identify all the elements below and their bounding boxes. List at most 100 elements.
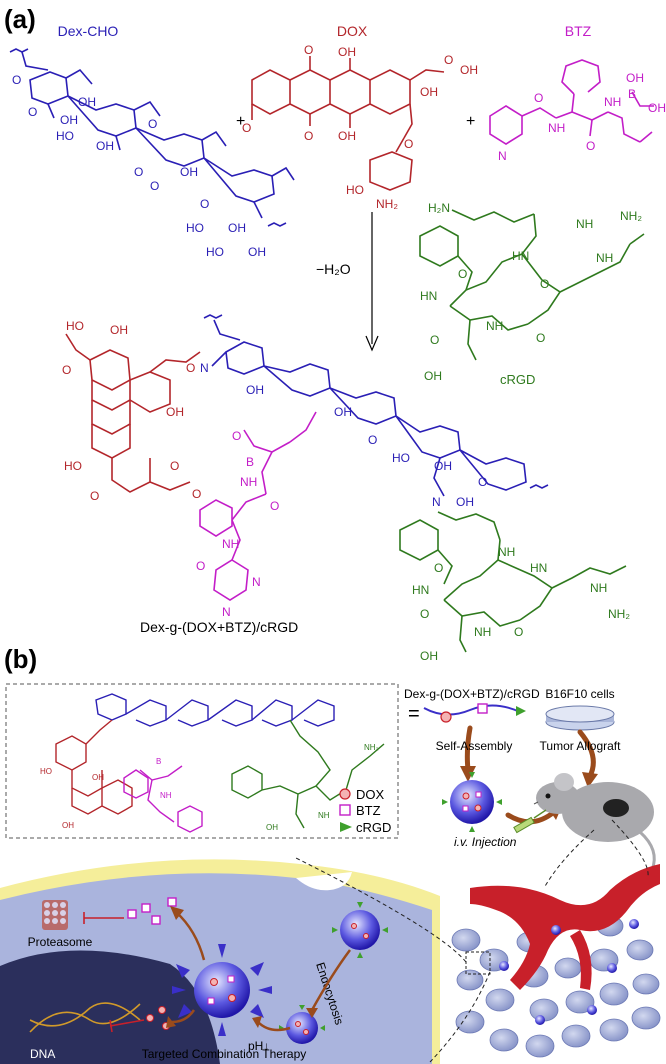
btz-label: BTZ xyxy=(565,23,592,39)
svg-text:OH: OH xyxy=(648,101,666,115)
dna-helix-icon xyxy=(29,1002,141,1033)
svg-text:OH: OH xyxy=(420,649,438,663)
product-crgd-atoms: NH O HN HN NH NH₂ O NH O OH xyxy=(412,545,630,663)
svg-text:O: O xyxy=(420,607,429,621)
svg-text:O: O xyxy=(536,331,545,345)
inset-crgd xyxy=(231,719,385,829)
nanoparticle-entering xyxy=(332,902,388,958)
dox-atoms: O OH O OH OH O OH O O HO NH₂ xyxy=(242,43,478,211)
btz-atoms: N O NH O NH B OH OH xyxy=(498,71,666,163)
product-btz-atoms: O B NH O NH O N N xyxy=(196,429,279,619)
svg-text:O: O xyxy=(458,267,467,281)
inset-dox xyxy=(55,719,133,815)
svg-text:O: O xyxy=(90,489,99,503)
svg-text:O: O xyxy=(540,277,549,291)
svg-text:HO: HO xyxy=(40,767,52,776)
svg-text:OH: OH xyxy=(92,773,104,782)
panel-b-label: (b) xyxy=(4,644,37,674)
svg-text:O: O xyxy=(304,43,313,57)
product-crgd-moiety xyxy=(399,511,627,653)
svg-text:N: N xyxy=(200,361,209,375)
equals-sign: = xyxy=(408,703,420,725)
nanoparticle-icon xyxy=(442,772,502,832)
svg-text:OH: OH xyxy=(228,221,246,235)
svg-text:OH: OH xyxy=(246,383,264,397)
svg-text:N: N xyxy=(498,149,507,163)
dna-label: DNA xyxy=(30,1047,55,1061)
svg-text:O: O xyxy=(430,333,439,347)
svg-text:OH: OH xyxy=(166,405,184,419)
proteasome-label: Proteasome xyxy=(28,935,93,949)
svg-text:O: O xyxy=(200,197,209,211)
crgd-structure xyxy=(419,209,645,361)
product-dox-moiety xyxy=(65,333,201,493)
svg-text:O: O xyxy=(196,559,205,573)
product-dox-atoms: HO OH O OH HO O O O O xyxy=(62,319,201,503)
svg-text:OH: OH xyxy=(266,823,278,832)
dex-cho-label: Dex-CHO xyxy=(58,23,119,39)
crgd-marker xyxy=(340,822,352,832)
svg-text:OH: OH xyxy=(248,245,266,259)
cell-arrowheads xyxy=(166,906,318,1028)
svg-text:HO: HO xyxy=(64,459,82,473)
svg-text:OH: OH xyxy=(456,495,474,509)
svg-text:OH: OH xyxy=(96,139,114,153)
legend-dox: DOX xyxy=(356,787,385,802)
proteasome-inhibition xyxy=(83,912,124,924)
product-dextran-atoms: N OH OH O HO OH O N OH xyxy=(200,361,487,509)
svg-text:O: O xyxy=(62,363,71,377)
svg-text:NH: NH xyxy=(548,121,565,135)
svg-text:NH₂: NH₂ xyxy=(364,743,379,752)
culture-dish-icon xyxy=(545,705,615,731)
svg-text:OH: OH xyxy=(62,821,74,830)
svg-text:OH: OH xyxy=(424,369,442,383)
svg-text:NH: NH xyxy=(474,625,491,639)
svg-text:OH: OH xyxy=(626,71,644,85)
svg-text:N: N xyxy=(432,495,441,509)
conjugate-name: Dex-g-(DOX+BTZ)/cRGD xyxy=(404,687,540,701)
product-label: Dex-g-(DOX+BTZ)/cRGD xyxy=(140,619,298,635)
legend-crgd: cRGD xyxy=(356,820,391,835)
product-btz-moiety xyxy=(199,411,317,601)
svg-text:NH: NH xyxy=(318,811,330,820)
crgd-label: cRGD xyxy=(500,372,535,387)
allograft-label: Tumor Allograft xyxy=(540,739,622,753)
svg-text:OH: OH xyxy=(110,323,128,337)
self-assembly-label: Self-Assembly xyxy=(436,739,513,753)
plus-sign: + xyxy=(236,113,245,130)
svg-text:OH: OH xyxy=(338,45,356,59)
svg-text:HN: HN xyxy=(420,289,437,303)
mouse-illustration xyxy=(533,773,656,871)
svg-text:O: O xyxy=(368,433,377,447)
svg-text:NH: NH xyxy=(240,475,257,489)
svg-text:HO: HO xyxy=(66,319,84,333)
inset-legend: DOX BTZ cRGD xyxy=(339,787,391,835)
svg-text:OH: OH xyxy=(460,63,478,77)
dna-inhibition xyxy=(109,1019,145,1033)
dex-cho-structure xyxy=(9,48,295,227)
nanoparticle-endosome xyxy=(279,1005,325,1044)
svg-text:O: O xyxy=(186,361,195,375)
svg-text:HO: HO xyxy=(206,245,224,259)
svg-text:O: O xyxy=(150,179,159,193)
therapy-label: Targeted Combination Therapy xyxy=(142,1047,307,1061)
svg-text:NH₂: NH₂ xyxy=(608,607,630,621)
svg-text:HO: HO xyxy=(186,221,204,235)
svg-text:NH: NH xyxy=(590,581,607,595)
svg-text:O: O xyxy=(148,117,157,131)
svg-text:H₂N: H₂N xyxy=(428,201,450,215)
svg-text:OH: OH xyxy=(338,129,356,143)
svg-text:O: O xyxy=(134,165,143,179)
legend-btz: BTZ xyxy=(356,803,381,818)
injection-label: i.v. Injection xyxy=(454,835,517,849)
svg-text:B: B xyxy=(246,455,254,469)
svg-text:NH₂: NH₂ xyxy=(620,209,642,223)
proteasome-icon xyxy=(42,900,68,930)
svg-text:O: O xyxy=(28,105,37,119)
product-dextran-backbone xyxy=(203,314,549,497)
svg-text:HO: HO xyxy=(346,183,364,197)
svg-text:NH: NH xyxy=(604,95,621,109)
svg-text:O: O xyxy=(534,91,543,105)
inset-atoms: HO OH OH B NH NH₂ NH OH xyxy=(40,743,379,832)
svg-text:O: O xyxy=(242,121,251,135)
